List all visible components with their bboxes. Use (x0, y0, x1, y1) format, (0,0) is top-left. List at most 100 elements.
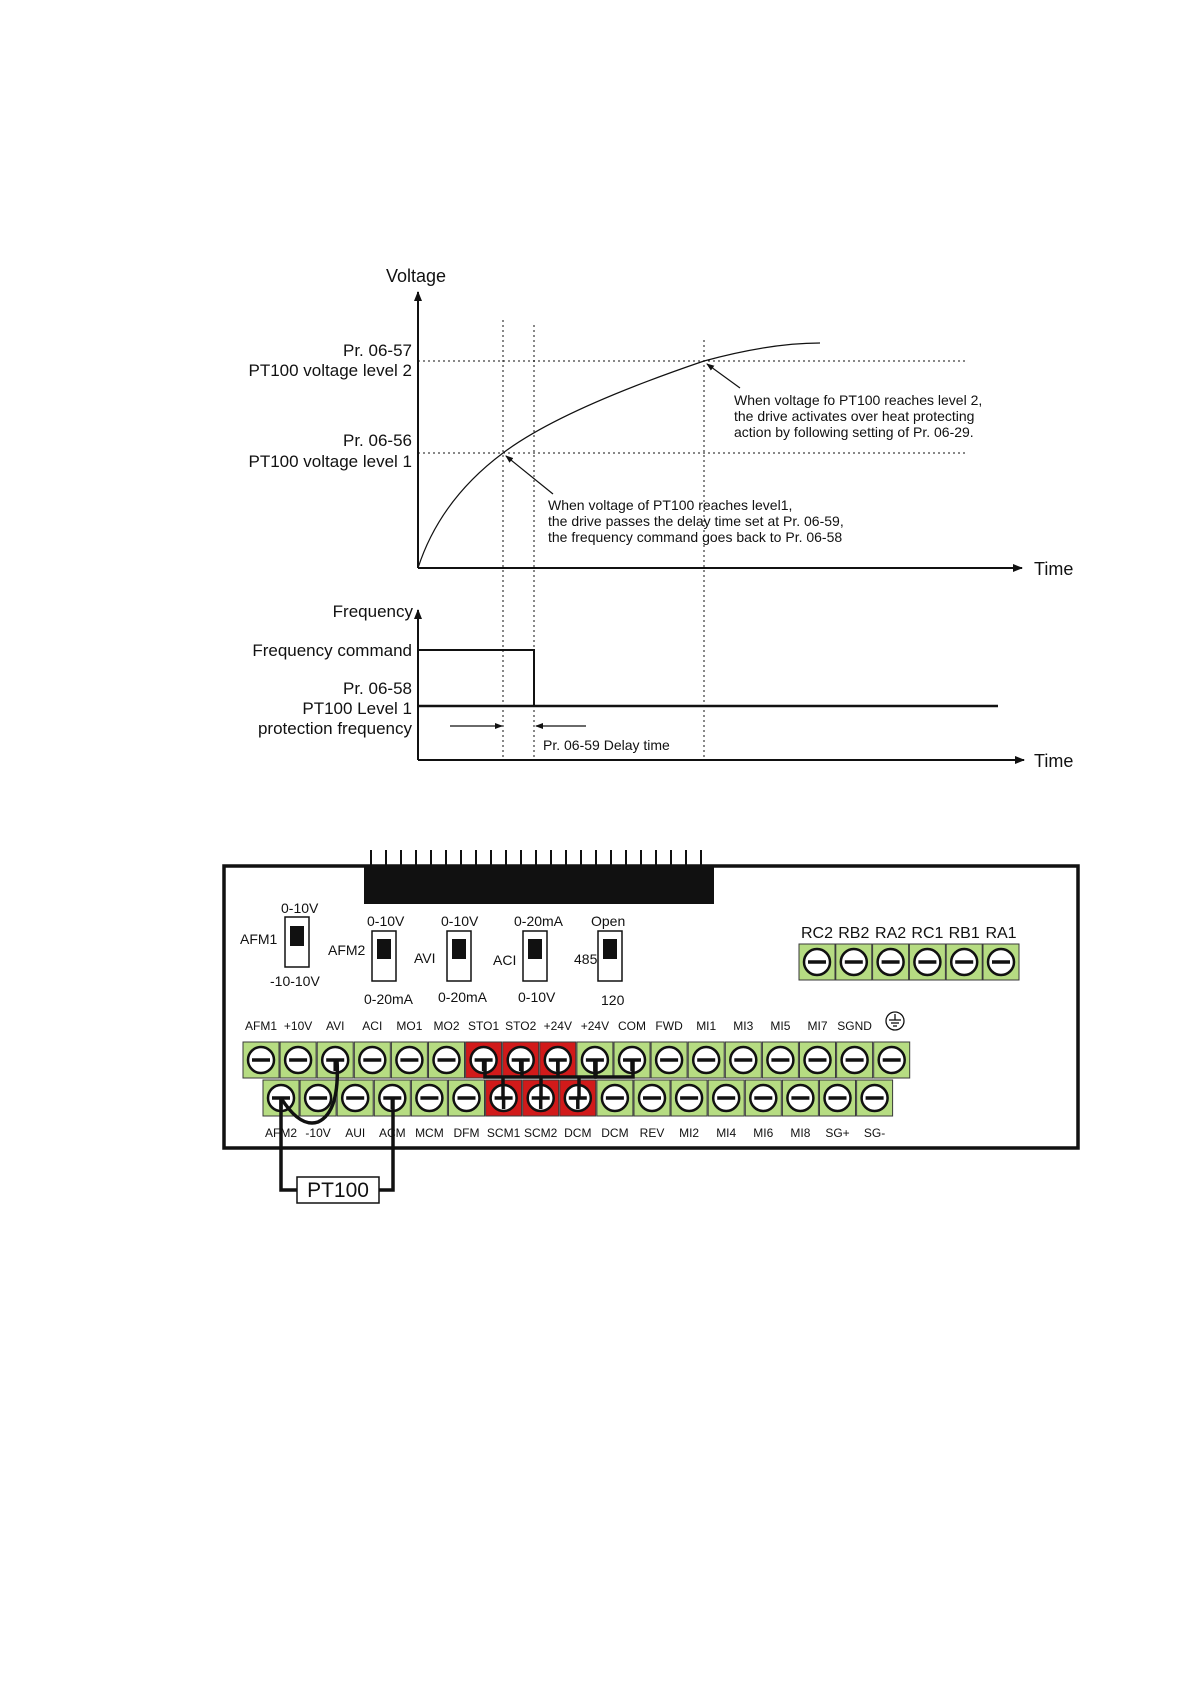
switch-afm2: 0-10V AFM2 0-20mA (328, 913, 414, 1007)
switch-aci-bottom: 0-10V (518, 989, 556, 1005)
top-label-16-sgnd: SGND (837, 1019, 872, 1033)
relay-terminal-rc2[interactable] (798, 943, 836, 981)
bottom-label-10-rev: REV (640, 1126, 665, 1140)
frequency-axis-label: Frequency (333, 602, 414, 621)
top-terminal-3-aci[interactable] (353, 1041, 391, 1079)
bottom-terminal-2-aui[interactable] (336, 1079, 374, 1117)
bottom-label-15-sgplus: SG+ (825, 1126, 849, 1140)
note-level1-line3: the frequency command goes back to Pr. 0… (548, 529, 842, 545)
bottom-terminal-14-mi8[interactable] (781, 1079, 819, 1117)
bottom-terminal-12-mi4[interactable] (707, 1079, 745, 1117)
pt100-wire-right (378, 1098, 395, 1192)
switch-afm1-name: AFM1 (240, 931, 278, 947)
board-connector (364, 850, 714, 904)
bottom-label-4-mcm: MCM (415, 1126, 444, 1140)
bottom-label-9-dcm: DCM (601, 1126, 628, 1140)
bottom-label-7-scm2: SCM2 (524, 1126, 558, 1140)
bottom-terminal-15-sgplus[interactable] (819, 1079, 856, 1117)
top-terminal-10-com[interactable] (613, 1041, 651, 1079)
top-label-3-aci: ACI (362, 1019, 382, 1033)
jumper-afm2-avi (279, 1059, 340, 1125)
bottom-label-14-mi8: MI8 (790, 1126, 810, 1140)
top-terminal-4-mo1[interactable] (390, 1041, 428, 1079)
level2-name: PT100 voltage level 2 (249, 361, 413, 380)
relay-label-rb2: RB2 (838, 925, 869, 942)
bottom-terminal-13-mi6[interactable] (744, 1079, 782, 1117)
switch-avi-name: AVI (414, 950, 436, 966)
switch-485-name: 485 (574, 951, 598, 967)
top-label-2-avi: AVI (326, 1019, 344, 1033)
ground-icon (885, 1011, 905, 1031)
relay-terminal-rb1[interactable] (945, 943, 983, 981)
top-terminal-ground[interactable] (873, 1041, 911, 1079)
jumper-sto-scm (483, 1060, 597, 1098)
bottom-label-8-dcm: DCM (564, 1126, 591, 1140)
level2-param: Pr. 06-57 (343, 341, 412, 360)
bottom-terminal-10-rev[interactable] (633, 1079, 671, 1117)
bottom-terminal-16-sgminus[interactable] (856, 1079, 894, 1117)
top-terminal-0-afm1[interactable] (242, 1041, 280, 1079)
switch-afm2-name: AFM2 (328, 942, 366, 958)
bottom-terminal-5-dfm[interactable] (448, 1079, 485, 1117)
jumper-24v-com (594, 1060, 635, 1079)
top-terminal-1-plus10v[interactable] (279, 1041, 317, 1079)
top-terminal-5-mo2[interactable] (428, 1041, 465, 1079)
protect-param: Pr. 06-58 (343, 679, 412, 698)
control-board: 0-10V AFM1 -10-10V 0-10V AFM2 0-20mA 0-1… (222, 850, 1080, 1204)
top-label-10-com: COM (618, 1019, 646, 1033)
top-terminal-11-fwd[interactable] (650, 1041, 688, 1079)
switch-afm2-top: 0-10V (367, 913, 405, 929)
switch-485: Open 485 120 (574, 913, 625, 1008)
bottom-label-6-scm1: SCM1 (487, 1126, 521, 1140)
level2-leader (706, 363, 741, 389)
top-label-7-sto2: STO2 (505, 1019, 536, 1033)
top-terminal-12-mi1[interactable] (687, 1041, 725, 1079)
top-terminal-13-mi3[interactable] (724, 1041, 762, 1079)
level1-leader (505, 455, 554, 495)
relay-terminal-ra1[interactable] (982, 943, 1020, 981)
relay-terminal-ra2[interactable] (872, 943, 910, 981)
time-label-lower: Time (1034, 751, 1073, 771)
relay-label-ra1: RA1 (985, 925, 1016, 942)
top-label-12-mi1: MI1 (696, 1019, 716, 1033)
note-level2-line3: action by following setting of Pr. 06-29… (734, 424, 974, 440)
switch-avi: 0-10V AVI 0-20mA (414, 913, 488, 1005)
switch-afm1: 0-10V AFM1 -10-10V (240, 900, 320, 989)
note-level1-line2: the drive passes the delay time set at P… (548, 513, 844, 529)
note-level2-line2: the drive activates over heat protecting (734, 408, 974, 424)
bottom-label-11-mi2: MI2 (679, 1126, 699, 1140)
switch-aci-name: ACI (493, 952, 516, 968)
top-label-5-mo2: MO2 (433, 1019, 459, 1033)
relay-terminal-rc1[interactable] (908, 943, 946, 981)
relay-label-rc1: RC1 (911, 925, 943, 942)
bottom-terminal-4-mcm[interactable] (410, 1079, 448, 1117)
top-label-14-mi5: MI5 (770, 1019, 790, 1033)
level1-param: Pr. 06-56 (343, 431, 412, 450)
bottom-terminal-9-dcm[interactable] (596, 1079, 634, 1117)
top-label-1-plus10v: +10V (284, 1019, 312, 1033)
pt100-voltage-curve (417, 342, 821, 569)
switch-485-bottom: 120 (601, 992, 625, 1008)
top-terminal-2-avi[interactable] (316, 1041, 354, 1079)
relay-terminal-rb2[interactable] (835, 943, 873, 981)
timing-chart: Voltage Time Frequency Time Pr. 06-57 PT… (249, 266, 1074, 771)
top-terminal-15-mi7[interactable] (799, 1041, 836, 1079)
top-terminal-16-sgnd[interactable] (836, 1041, 874, 1079)
top-label-0-afm1: AFM1 (245, 1019, 277, 1033)
protect-line1: PT100 Level 1 (302, 699, 412, 718)
top-label-6-sto1: STO1 (468, 1019, 499, 1033)
bottom-label-16-sgminus: SG- (864, 1126, 885, 1140)
note-level1-line1: When voltage of PT100 reaches level1, (548, 497, 792, 513)
bottom-label-12-mi4: MI4 (716, 1126, 736, 1140)
bottom-terminal-11-mi2[interactable] (670, 1079, 708, 1117)
top-terminal-14-mi5[interactable] (761, 1041, 799, 1079)
level1-name: PT100 voltage level 1 (249, 452, 413, 471)
switch-aci-top: 0-20mA (514, 913, 564, 929)
top-label-13-mi3: MI3 (733, 1019, 753, 1033)
top-label-8-plus24v: +24V (544, 1019, 572, 1033)
protect-line2: protection frequency (258, 719, 413, 738)
switch-avi-bottom: 0-20mA (438, 989, 488, 1005)
